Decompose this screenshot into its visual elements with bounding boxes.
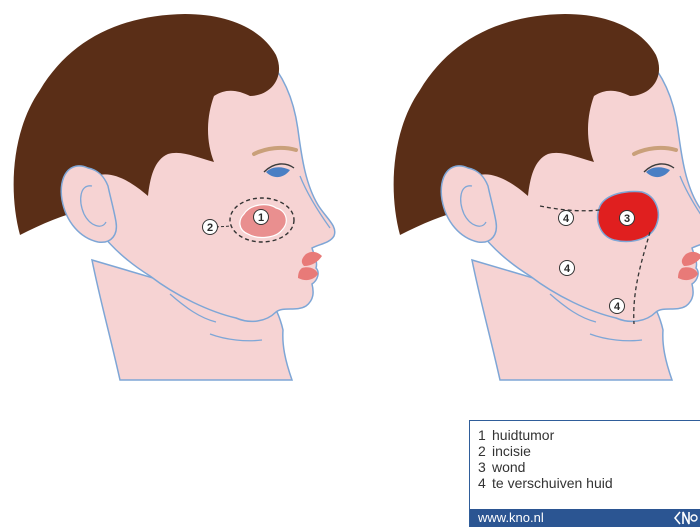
- svg-text:2: 2: [207, 222, 213, 234]
- svg-text:4: 4: [614, 301, 621, 313]
- callout-4-jaw: 4: [610, 299, 625, 314]
- kno-logo-icon: [674, 510, 698, 526]
- svg-text:1: 1: [258, 212, 264, 224]
- callout-4-cheek-middle: 4: [560, 261, 575, 276]
- head-before: 1 2: [14, 14, 335, 380]
- callout-4-cheek-top: 4: [559, 211, 574, 226]
- callout-1: 1: [254, 210, 269, 225]
- callout-2: 2: [203, 220, 218, 235]
- svg-text:3: 3: [624, 213, 630, 225]
- svg-text:4: 4: [563, 213, 570, 225]
- callout-3: 3: [620, 211, 635, 226]
- head-after: 3 4 4 4: [394, 14, 700, 380]
- svg-text:4: 4: [564, 263, 571, 275]
- website-link[interactable]: www.kno.nl: [478, 510, 544, 525]
- website-banner: www.kno.nl: [470, 509, 700, 527]
